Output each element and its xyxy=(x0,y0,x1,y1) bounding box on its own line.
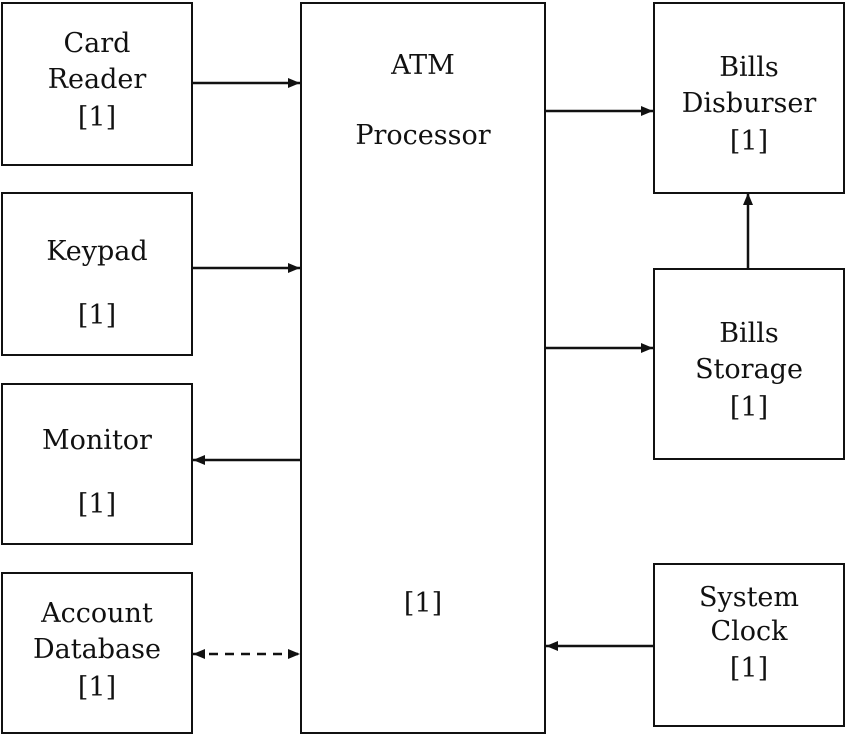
system-clock-multiplicity: [1] xyxy=(729,653,769,684)
bills-disburser-multiplicity: [1] xyxy=(729,126,769,157)
bills-disburser-label-1: Bills xyxy=(719,52,779,83)
account-database-multiplicity: [1] xyxy=(77,672,117,703)
bills-disburser-box: Bills Disburser [1] xyxy=(653,2,845,194)
bills-storage-label-1: Bills xyxy=(719,318,779,349)
keypad-box: Keypad [1] xyxy=(1,192,193,356)
card-reader-box: Card Reader [1] xyxy=(1,2,193,166)
atm-processor-box: ATM Processor [1] xyxy=(300,2,546,734)
atm-processor-label-1: ATM xyxy=(391,50,455,81)
bills-storage-box: Bills Storage [1] xyxy=(653,268,845,460)
system-clock-label-2: Clock xyxy=(710,616,788,647)
bills-storage-multiplicity: [1] xyxy=(729,392,769,423)
keypad-multiplicity: [1] xyxy=(77,300,117,331)
atm-processor-multiplicity: [1] xyxy=(403,588,443,619)
bills-disburser-label-2: Disburser xyxy=(681,88,817,119)
account-database-box: Account Database [1] xyxy=(1,572,193,734)
account-database-label-2: Database xyxy=(33,634,161,665)
card-reader-label-1: Card xyxy=(63,28,131,59)
atm-processor-label-2: Processor xyxy=(355,120,491,151)
system-clock-box: System Clock [1] xyxy=(653,563,845,727)
card-reader-label-2: Reader xyxy=(47,64,147,95)
monitor-box: Monitor [1] xyxy=(1,383,193,545)
system-clock-label-1: System xyxy=(698,582,800,613)
bills-storage-label-2: Storage xyxy=(695,354,803,385)
card-reader-multiplicity: [1] xyxy=(77,102,117,133)
keypad-label: Keypad xyxy=(46,236,148,267)
monitor-label: Monitor xyxy=(42,425,152,456)
monitor-multiplicity: [1] xyxy=(77,489,117,520)
account-database-label-1: Account xyxy=(41,598,153,629)
